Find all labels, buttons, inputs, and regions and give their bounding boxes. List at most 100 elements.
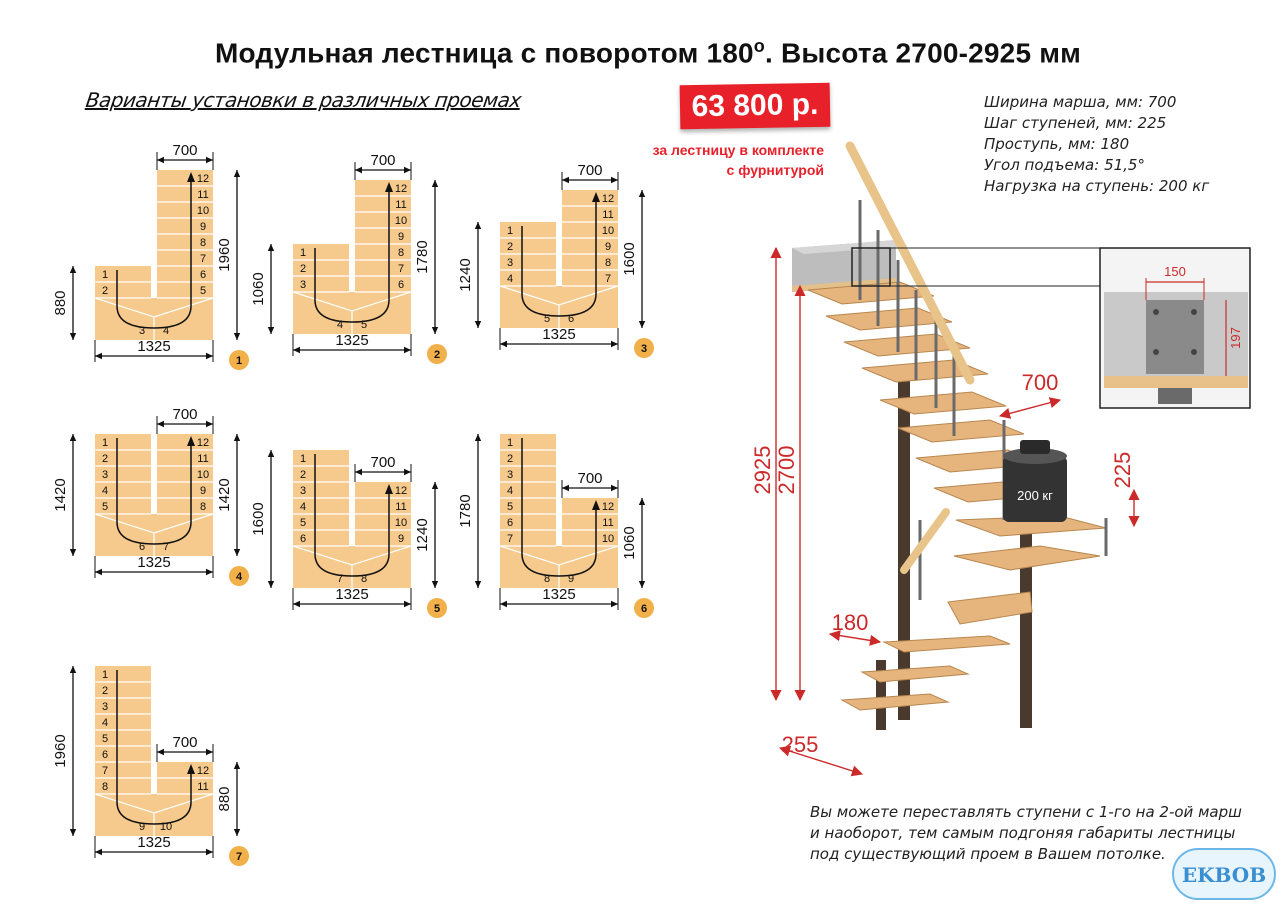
step-number: 10	[602, 225, 614, 237]
right-height-dim: 1780	[414, 240, 431, 273]
total-width-dim: 1325	[137, 834, 170, 851]
dimension-arrowhead	[355, 468, 362, 476]
step-number: 10	[602, 533, 614, 545]
walking-line	[116, 670, 192, 825]
step-number: 2	[507, 241, 513, 253]
step-number: 5	[102, 501, 108, 513]
march-width-dim: 700	[370, 152, 395, 169]
dimension-arrowhead	[157, 748, 164, 756]
step-number: 7	[102, 765, 108, 777]
step-number: 6	[300, 533, 306, 545]
dimension-arrowhead	[404, 600, 411, 608]
price-note: за лестницу в комплекте с фурнитурой	[652, 142, 824, 178]
dimension-arrowhead	[267, 244, 275, 251]
winder-line	[94, 793, 155, 814]
dimension-arrowhead	[95, 568, 102, 576]
dimension-arrowhead	[355, 166, 362, 174]
step-number: 5	[102, 733, 108, 745]
step-number: 10	[395, 215, 407, 227]
step-number: 9	[568, 573, 574, 585]
dimension-arrowhead	[206, 420, 213, 428]
step-number: 8	[544, 573, 550, 585]
dimension-arrowhead	[562, 484, 569, 492]
walking-line	[314, 186, 390, 323]
dimension-arrowhead	[157, 156, 164, 164]
step-number: 3	[300, 485, 306, 497]
march-width-dim: 700	[172, 734, 197, 751]
spec-item: Угол подъема: 51,5°	[984, 156, 1145, 174]
step-number: 2	[102, 685, 108, 697]
inset-dim-150: 150	[1164, 264, 1186, 279]
dimension-arrowhead	[69, 333, 77, 340]
winder-line	[153, 297, 214, 318]
balusters	[858, 200, 1108, 600]
variant-badge	[634, 598, 654, 618]
step-number: 12	[197, 437, 209, 449]
step-number: 12	[395, 183, 407, 195]
dimension-arrowhead	[500, 340, 507, 348]
right-height-dim: 1240	[414, 518, 431, 551]
dimension-arrowhead	[69, 666, 77, 673]
step-number: 4	[102, 717, 108, 729]
step-number: 11	[602, 209, 613, 221]
step-number: 11	[395, 199, 406, 211]
winder-line	[558, 545, 619, 566]
dimension-arrowhead	[233, 762, 241, 769]
step-number: 11	[197, 189, 208, 201]
variant-badge	[229, 350, 249, 370]
winder-line	[94, 297, 155, 318]
variant-badge	[229, 566, 249, 586]
step-number: 9	[398, 231, 404, 243]
walking-line	[116, 176, 192, 329]
dimension-arrowhead	[69, 266, 77, 273]
spec-item: Ширина марша, мм: 700	[984, 93, 1177, 111]
dimension-arrowhead	[404, 468, 411, 476]
step-number: 4	[337, 319, 343, 331]
dimension-arrowhead	[431, 581, 439, 588]
direction-arrow	[385, 182, 393, 192]
dim-2700: 2700	[774, 446, 799, 495]
dimension-arrowhead	[69, 434, 77, 441]
dimension-arrowhead	[69, 829, 77, 836]
stair-steps	[807, 281, 1107, 711]
dimension-arrowhead	[611, 600, 618, 608]
dimension-arrowhead	[500, 600, 507, 608]
total-width-dim: 1325	[335, 332, 368, 349]
step-number: 1	[300, 247, 306, 259]
step-number: 5	[544, 313, 550, 325]
dimension-arrowhead	[474, 434, 482, 441]
right-height-dim: 1600	[621, 242, 638, 275]
dim-180: 180	[832, 610, 869, 635]
left-height-dim: 1060	[250, 272, 267, 305]
dimension-arrowhead	[206, 156, 213, 164]
step-number: 6	[398, 279, 404, 291]
dimension-arrowhead	[474, 222, 482, 229]
direction-arrow	[187, 436, 195, 446]
step-number: 12	[602, 193, 614, 205]
support-posts	[876, 380, 1032, 730]
dimension-arrowhead	[267, 450, 275, 457]
dim-2925: 2925	[750, 446, 775, 495]
step-number: 1	[300, 453, 306, 465]
dim-700: 700	[1022, 370, 1059, 395]
step-number: 3	[507, 469, 513, 481]
step-number: 9	[605, 241, 611, 253]
dimension-arrowhead	[404, 166, 411, 174]
step-number: 1	[102, 269, 108, 281]
left-height-dim: 1420	[52, 478, 69, 511]
total-width-dim: 1325	[137, 554, 170, 571]
step-number: 6	[507, 517, 513, 529]
dimension-arrowhead	[638, 581, 646, 588]
stair-dimensions	[770, 246, 1140, 777]
step-number: 7	[200, 253, 206, 265]
dimension-arrowhead	[267, 581, 275, 588]
brand-logo: EKBOB	[1172, 848, 1276, 900]
walking-line	[314, 454, 390, 577]
dimension-arrowhead	[233, 333, 241, 340]
step-number: 3	[507, 257, 513, 269]
right-height-dim: 880	[216, 786, 233, 811]
step-number: 4	[163, 325, 169, 337]
right-height-dim: 1060	[621, 526, 638, 559]
